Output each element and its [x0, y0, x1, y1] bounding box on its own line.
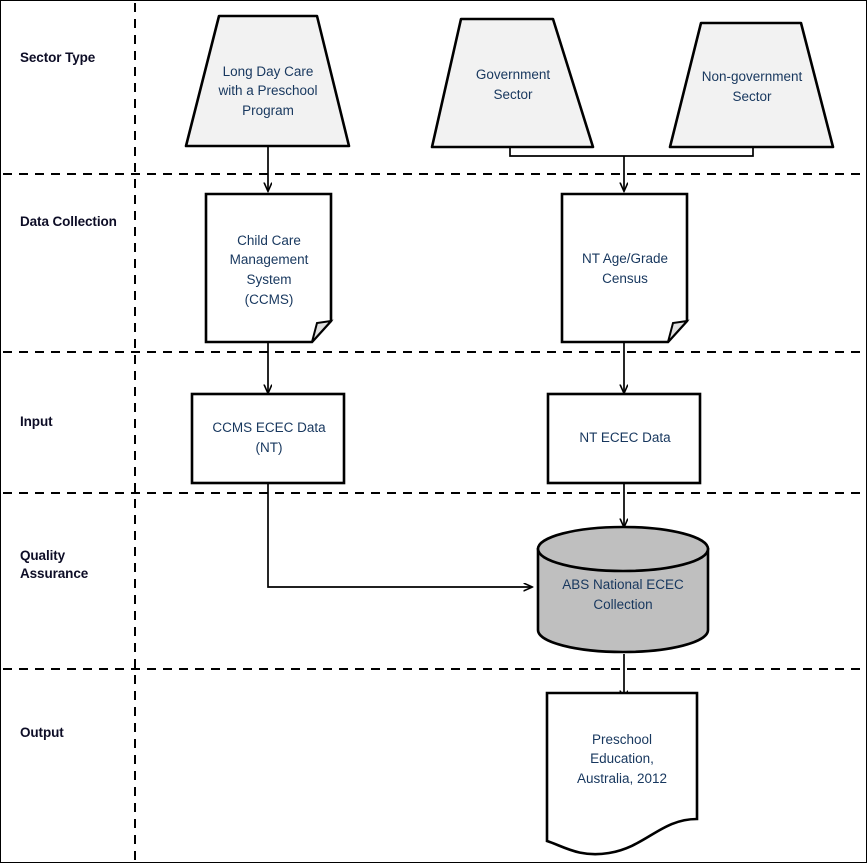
connectors — [267, 147, 754, 699]
stage-label-data-collection: Data Collection — [20, 214, 117, 229]
shape-preschool-publication[interactable] — [545, 691, 699, 856]
shape-ccms-ecec-data[interactable] — [190, 392, 346, 485]
stage-label-quality-assurance: Quality Assurance — [20, 548, 89, 582]
connector-gov-merge-bar — [509, 147, 754, 157]
shape-non-government-sector[interactable] — [668, 21, 835, 149]
node-nt-census-document[interactable] — [562, 194, 687, 342]
node-government-sector[interactable] — [432, 19, 593, 147]
shape-long-day-care[interactable] — [184, 14, 351, 148]
shape-abs-collection-cylinder[interactable] — [536, 525, 710, 654]
stage-label-input: Input — [20, 414, 53, 429]
shape-nt-ecec-data[interactable] — [546, 392, 702, 485]
node-ccms-ecec-data[interactable] — [192, 394, 344, 483]
connector-ccms-data-to-abs — [267, 483, 532, 587]
shape-government-sector[interactable] — [430, 17, 595, 149]
node-preschool-publication[interactable] — [547, 693, 697, 858]
node-nt-ecec-data[interactable] — [548, 394, 700, 483]
shape-nt-census-document[interactable] — [560, 192, 690, 344]
shape-ccms-document[interactable] — [204, 192, 334, 344]
stage-label-output: Output — [20, 725, 64, 740]
node-non-government-sector[interactable] — [670, 23, 833, 147]
stage-label-sector-type: Sector Type — [20, 50, 96, 65]
node-ccms-document[interactable] — [206, 194, 331, 342]
node-long-day-care[interactable] — [186, 16, 349, 147]
node-abs-collection[interactable] — [538, 527, 708, 653]
